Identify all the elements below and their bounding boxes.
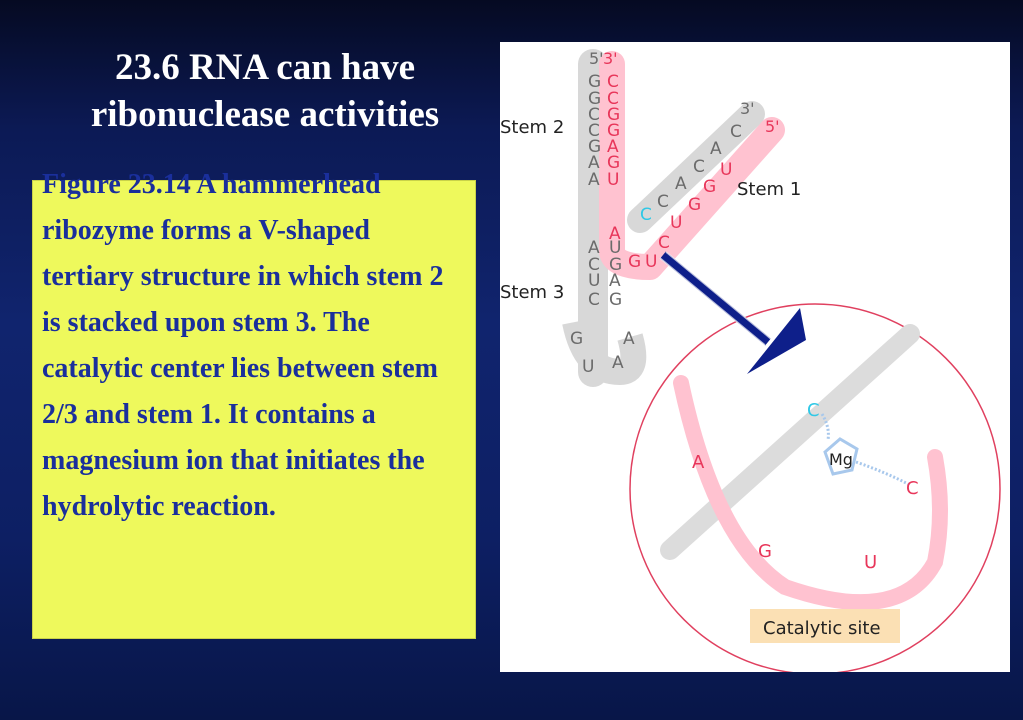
caption-box xyxy=(32,180,476,639)
catalytic-site-label-bg xyxy=(750,609,900,643)
nucleotide: C xyxy=(588,290,600,310)
nucleotide: G xyxy=(609,290,622,310)
stem2-label: Stem 2 xyxy=(500,117,564,138)
site-c-right: C xyxy=(906,478,919,499)
nucleotide: G xyxy=(703,177,716,197)
nucleotide: C xyxy=(730,122,742,142)
nucleotide: A xyxy=(588,153,600,173)
zoom-arrow-icon xyxy=(659,251,806,374)
magnesium-ion: Mg xyxy=(820,413,909,486)
nucleotide: G xyxy=(628,252,641,272)
nucleotide: G xyxy=(588,137,601,157)
site-g: G xyxy=(758,541,772,562)
nucleotide: U xyxy=(582,357,594,377)
nucleotide: C xyxy=(693,157,705,177)
nucleotide: G xyxy=(607,105,620,125)
nucleotide: C xyxy=(588,105,600,125)
nucleotide: A xyxy=(588,238,600,258)
nucleotide: G xyxy=(609,255,622,275)
nucleotide: C xyxy=(658,233,670,253)
nucleotide: U xyxy=(609,238,621,258)
nucleotide: C xyxy=(588,255,600,275)
gray-strand-closeup xyxy=(660,324,920,560)
stem2-5prime: 5' xyxy=(589,49,604,68)
nucleotide: A xyxy=(609,271,621,291)
site-u: U xyxy=(864,552,877,573)
figure-caption: Figure 23.14 A hammerhead ribozyme forms… xyxy=(42,169,444,522)
nucleotide: C xyxy=(588,121,600,141)
nucleotide: A xyxy=(588,170,600,190)
nucleotide: U xyxy=(670,213,682,233)
pink-strand-closeup xyxy=(673,375,948,611)
nucleotide: C xyxy=(640,205,652,225)
mg-label: Mg xyxy=(829,450,853,469)
nucleotide: A xyxy=(609,224,621,244)
nucleotide: U xyxy=(720,160,732,180)
stem1-5prime: 5' xyxy=(765,117,780,136)
nucleotide: A xyxy=(607,137,619,157)
catalytic-site-circle xyxy=(629,303,1001,672)
nucleotide: G xyxy=(588,72,601,92)
site-c-top: C xyxy=(807,400,820,421)
nucleotide: G xyxy=(588,89,601,109)
nucleotide: U xyxy=(645,252,657,272)
site-a: A xyxy=(692,452,705,473)
stem3-label: Stem 3 xyxy=(500,282,564,303)
nucleotide: U xyxy=(607,170,619,190)
nucleotide: C xyxy=(607,72,619,92)
nucleotide: A xyxy=(623,329,635,349)
slide-title: 23.6 RNA can have ribonuclease activitie… xyxy=(90,47,440,135)
nucleotide: A xyxy=(612,353,624,373)
stem2-3prime: 3' xyxy=(603,49,618,68)
nucleotide: A xyxy=(710,139,722,159)
nucleotide: C xyxy=(607,89,619,109)
catalytic-site-label: Catalytic site xyxy=(763,618,881,639)
nucleotide: G xyxy=(570,329,583,349)
nucleotide: G xyxy=(688,195,701,215)
nucleotide: U xyxy=(588,271,600,291)
hammerhead-ribozyme-diagram: Stem 2 Stem 1 Stem 3 5' 3' 3' 5' GGCCGAA… xyxy=(500,49,1001,672)
nucleotide: A xyxy=(675,174,687,194)
stem1-3prime: 3' xyxy=(740,99,755,118)
backbone-ribbons xyxy=(562,49,785,387)
nucleotide: C xyxy=(657,192,669,212)
nucleotide: G xyxy=(607,121,620,141)
stem1-label: Stem 1 xyxy=(737,179,801,200)
nucleotide: G xyxy=(607,153,620,173)
